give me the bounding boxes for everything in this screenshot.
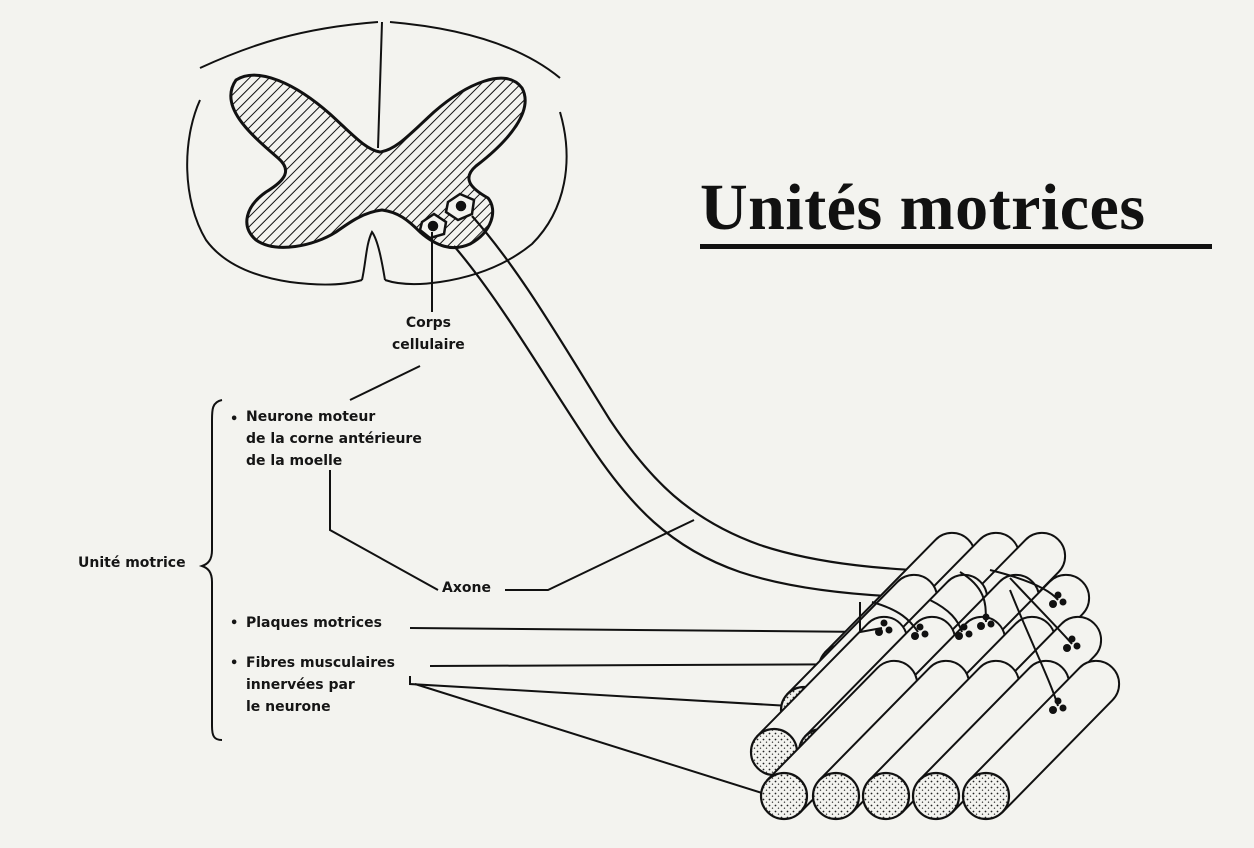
neurone-label-line-1: Neurone moteur <box>246 409 376 425</box>
nerve-branch <box>1009 577 1073 645</box>
neurone-label: Neurone moteur de la corne antérieure de… <box>246 406 422 472</box>
nerve-branch <box>929 599 963 633</box>
end-plate <box>875 619 893 636</box>
axone-label: Axone <box>442 580 491 596</box>
end-plate <box>1049 591 1067 608</box>
end-plate <box>1063 635 1081 652</box>
end-plate <box>977 613 995 630</box>
nerve-branch <box>871 601 919 633</box>
neurone-bullet: • <box>230 412 239 427</box>
fibres-bullet: • <box>230 656 239 671</box>
corps-label-line-1: Corps <box>405 315 451 331</box>
page-title: Unités motrices <box>700 171 1146 244</box>
corps-label: Corps cellulaire <box>392 312 465 356</box>
plaques-bullet: • <box>230 616 239 631</box>
fibres-label: Fibres musculaires innervées par le neur… <box>246 652 395 718</box>
muscle-fiber <box>861 659 1021 821</box>
nerve-branch <box>1009 589 1059 707</box>
grey-matter <box>229 73 527 249</box>
muscle-fiber <box>961 659 1121 821</box>
end-plate <box>955 623 973 640</box>
muscle-fiber <box>811 659 971 821</box>
fibres-label-line-3: le neurone <box>246 699 331 715</box>
corps-label-line-2: cellulaire <box>392 337 465 353</box>
muscle-fiber <box>759 659 919 821</box>
muscle-fiber <box>911 659 1071 821</box>
end-plate <box>1049 697 1067 714</box>
spinal-cord-section <box>186 21 568 286</box>
end-plate <box>911 623 929 640</box>
axon <box>453 215 961 600</box>
title-underline <box>700 244 1212 249</box>
unite-label: Unité motrice <box>78 555 186 571</box>
nerve-branch <box>859 602 883 634</box>
cell-bodies <box>418 192 476 240</box>
plaques-label: Plaques motrices <box>246 615 382 631</box>
fibres-label-line-2: innervées par <box>246 677 355 693</box>
unite-motrice-bracket <box>198 399 223 741</box>
neurone-label-line-2: de la corne antérieure <box>246 431 422 447</box>
motor-end-plates <box>859 569 1081 714</box>
neurone-label-line-3: de la moelle <box>246 453 343 469</box>
muscle-fiber-bundle <box>749 531 1121 821</box>
fibres-label-line-1: Fibres musculaires <box>246 655 395 671</box>
